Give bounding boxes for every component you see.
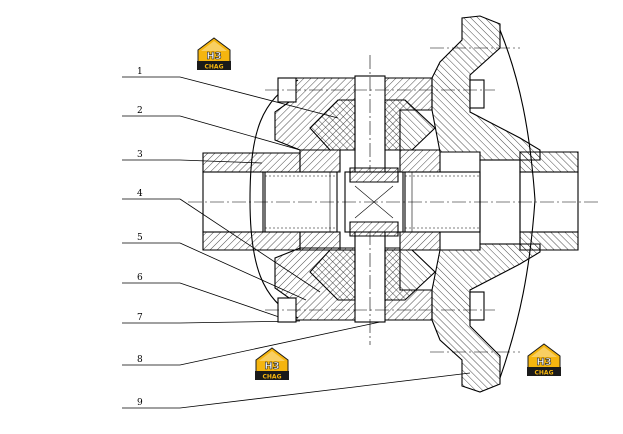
logo-brand-text: CHAG: [535, 370, 554, 377]
callout-7: 7: [137, 313, 143, 323]
differential-assembly: [188, 15, 598, 393]
callout-1: 1: [137, 67, 143, 77]
logo-top-left: H3 CHAG: [196, 37, 232, 71]
logo-brand-text: CHAG: [263, 374, 282, 381]
callout-4: 4: [137, 189, 143, 199]
callout-8: 8: [137, 355, 143, 365]
callout-2: 2: [137, 106, 143, 116]
callout-3: 3: [137, 150, 143, 160]
logo-mark-text: H3: [264, 361, 279, 372]
logo-brand-text: CHAG: [205, 64, 224, 71]
callout-6: 6: [137, 273, 143, 283]
logo-bottom-right: H3 CHAG: [526, 343, 562, 377]
callout-9: 9: [137, 398, 143, 408]
logo-bottom-left: H3 CHAG: [254, 347, 290, 381]
logo-mark-text: H3: [536, 357, 551, 368]
logo-mark-text: H3: [206, 51, 221, 62]
callout-5: 5: [137, 233, 143, 243]
callout-labels: 1 2 3 4 5 6 7 8 9: [137, 67, 143, 408]
